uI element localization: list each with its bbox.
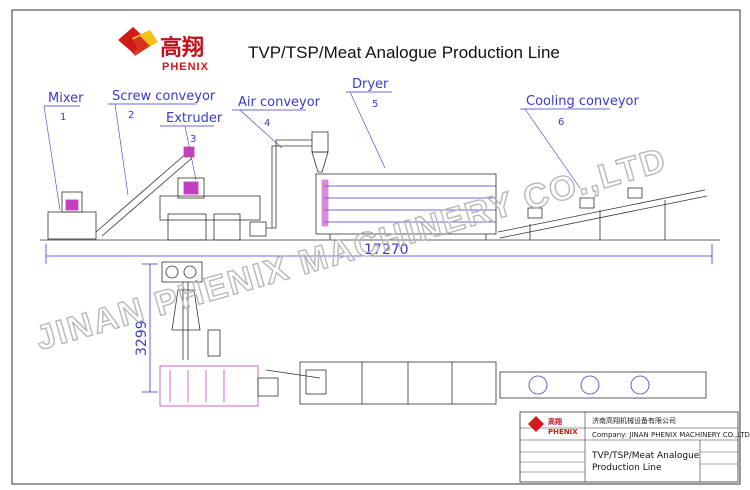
label-screw-conveyor-number: 2	[128, 110, 134, 121]
plan-extruder	[159, 329, 279, 407]
logo-en-text: PHENIX	[162, 61, 209, 73]
title-block-drawing-title-line2: Production Line	[592, 463, 662, 473]
label-air-conveyor-number: 4	[264, 118, 270, 129]
elevation-view	[40, 131, 720, 241]
label-screw-conveyor: Screw conveyor	[112, 89, 216, 104]
label-dryer: Dryer	[352, 77, 389, 92]
screw-conveyor	[95, 146, 195, 237]
component-labels: Mixer 1 Screw conveyor 2 Extruder 3 Air …	[43, 77, 640, 211]
plan-mixer	[161, 261, 203, 283]
title-block: 高翔 PHENIX 济南高翔机械设备有限公司 Company: JINAN PH…	[519, 411, 750, 483]
width-value: 3299	[134, 320, 150, 356]
plan-cooling-conveyor	[499, 371, 707, 399]
label-mixer-number: 1	[60, 112, 66, 123]
dryer	[315, 173, 497, 240]
label-mixer: Mixer	[48, 91, 84, 106]
label-air-conveyor: Air conveyor	[238, 95, 321, 110]
title-block-logo-en: PHENIX	[548, 428, 578, 436]
width-dimension: 3299	[134, 263, 158, 393]
label-dryer-number: 5	[372, 99, 378, 110]
drawing-frame	[11, 9, 741, 485]
length-value: 17270	[364, 242, 409, 258]
title-block-cn-company: 济南高翔机械设备有限公司	[592, 416, 676, 425]
plan-screw-conveyor	[171, 282, 201, 360]
title-block-logo-icon	[528, 416, 544, 432]
extruder	[159, 177, 267, 241]
title-block-company: Company: JINAN PHENIX MACHINERY CO.,LTD	[592, 431, 750, 439]
label-extruder: Extruder	[166, 111, 223, 126]
company-logo: 高翔 PHENIX	[118, 27, 209, 73]
label-extruder-number: 3	[190, 134, 196, 145]
length-dimension: 17270	[45, 242, 713, 264]
logo-diamond-right	[125, 36, 150, 56]
title-block-logo-cn: 高翔	[548, 417, 562, 426]
plan-view	[159, 261, 707, 407]
label-cooling-conveyor: Cooling conveyor	[526, 94, 640, 109]
logo-cn-text: 高翔	[160, 35, 204, 61]
label-cooling-conveyor-number: 6	[558, 117, 564, 128]
plan-dryer	[265, 361, 497, 405]
cooling-conveyor	[497, 187, 708, 240]
mixer	[47, 191, 97, 240]
air-conveyor	[266, 131, 329, 229]
title-block-drawing-title-line1: TVP/TSP/Meat Analogue	[591, 451, 700, 461]
drawing-title: TVP/TSP/Meat Analogue Production Line	[248, 43, 560, 62]
watermark-text: JINAN PHENIX MACHINERY CO.,LTD	[32, 141, 672, 358]
